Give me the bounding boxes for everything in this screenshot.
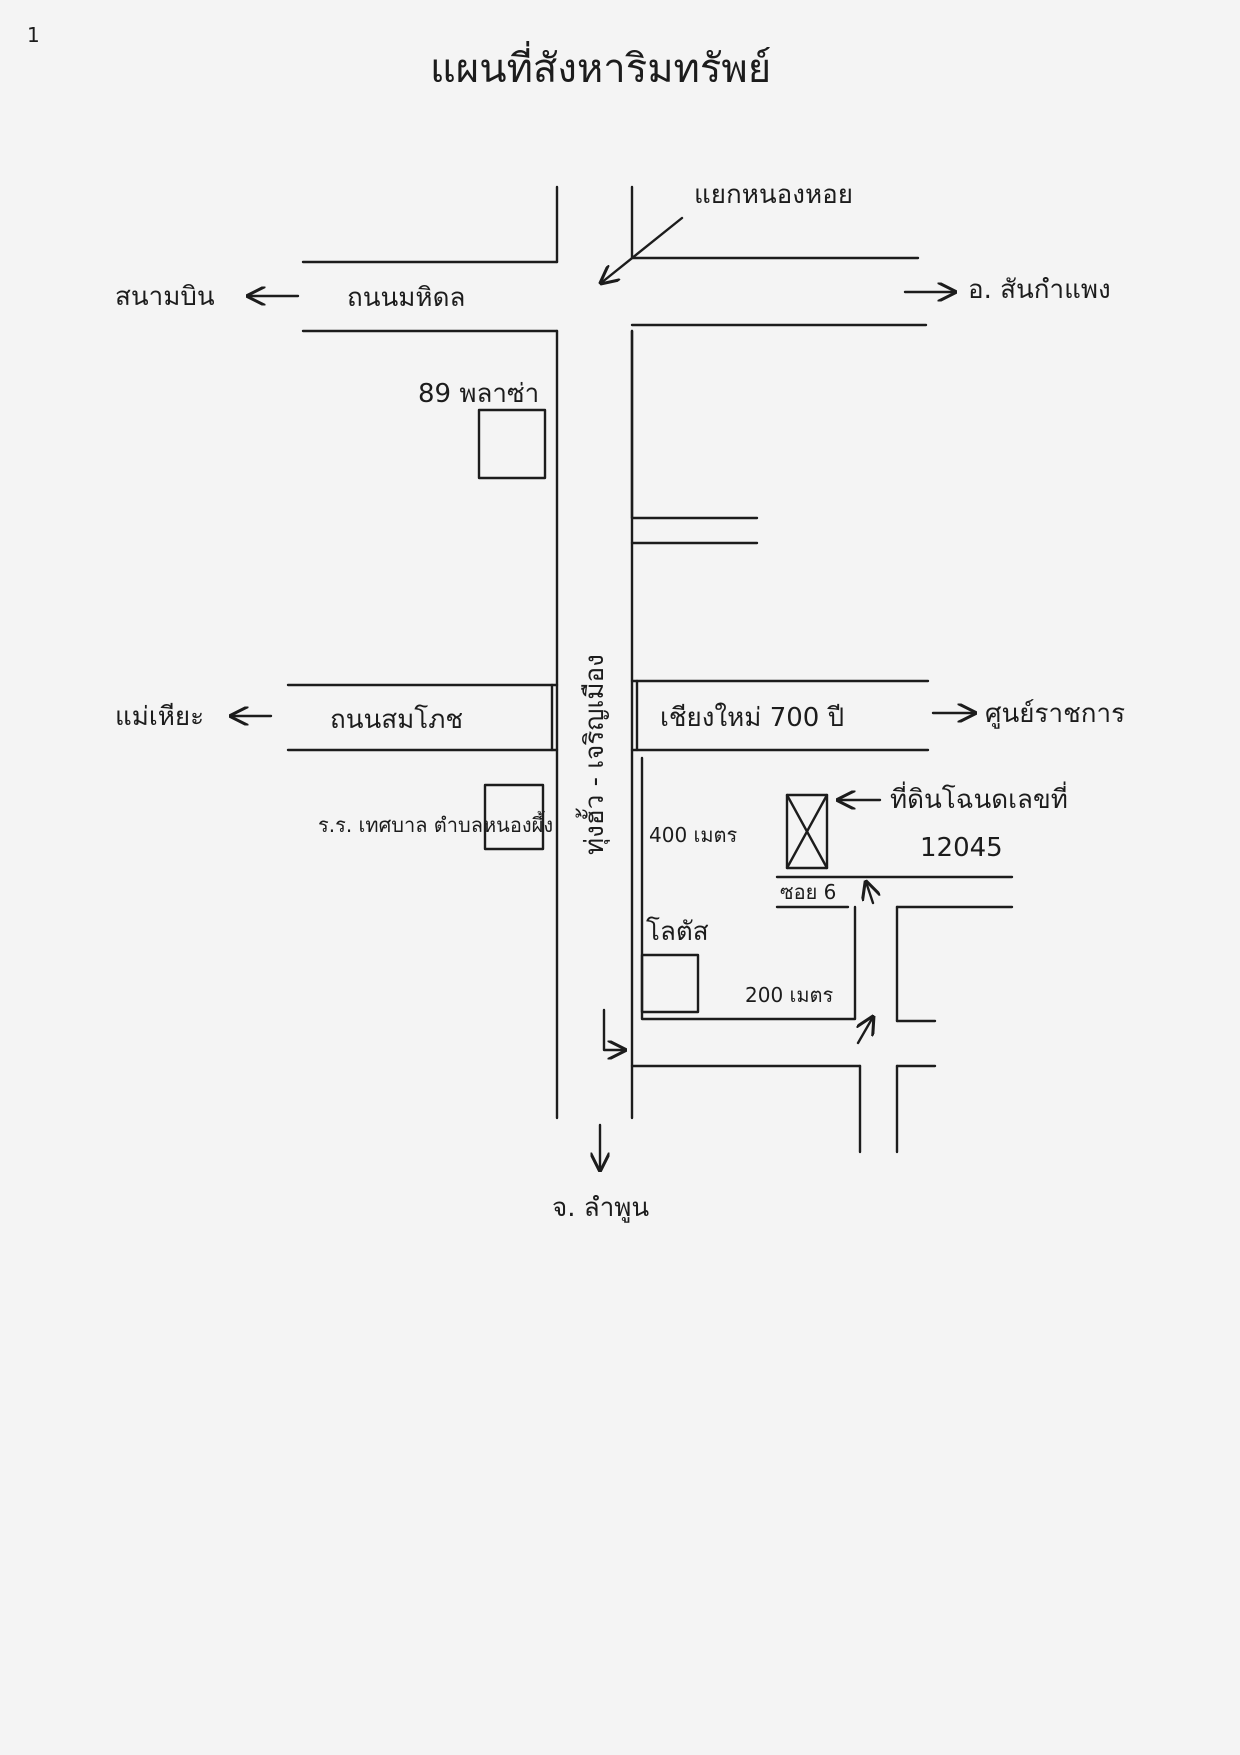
plaza-label: 89 พลาซ่า [418,379,539,409]
property-plot [785,793,829,870]
turn-arrow-right [858,1017,873,1045]
distance-horizontal: 200 เมตร [745,983,834,1007]
direction-lamphun: จ. ลำพูน [552,1193,649,1223]
lotus-building [640,953,700,1014]
direction-mae-hia: แม่เหียะ [115,702,204,732]
mahidol-road-label: ถนนมหิดล [347,283,465,313]
direction-san-kamphaeng: อ. สันกำแพง [968,275,1111,305]
chiangmai-700-road-label: เชียงใหม่ 700 ปี [660,703,844,733]
junction-label: แยกหนองหอย [694,180,853,210]
direction-airport: สนามบิน [115,282,215,312]
main-road-label: ทุ่งฮั้ว - เจริญเมือง [575,654,610,855]
lotus-label: โลตัส [646,916,709,947]
property-label: ที่ดินโฉนดเลขที่ [890,781,1068,815]
junction-pointer [601,216,684,283]
plaza-building [477,408,547,480]
sompote-road-label: ถนนสมโภช [330,704,463,735]
soi-turn-arrow [866,882,873,905]
property-plot-cross-b [785,793,829,870]
school-building [483,783,545,851]
page-number: 1 [27,23,40,47]
route-path [640,756,857,1021]
turn-arrow-left [602,1008,625,1050]
soi-label: ซอย 6 [780,880,836,904]
distance-vertical: 400 เมตร [649,823,738,847]
direction-government-center: ศูนย์ราชการ [985,699,1125,729]
school-label-line1: ร.ร. เทศบาล ตำบลหนองผึ้ง [318,811,553,837]
map-title: แผนที่สังหาริมทรัพย์ [430,41,771,92]
property-deed-number: 12045 [920,833,1003,863]
